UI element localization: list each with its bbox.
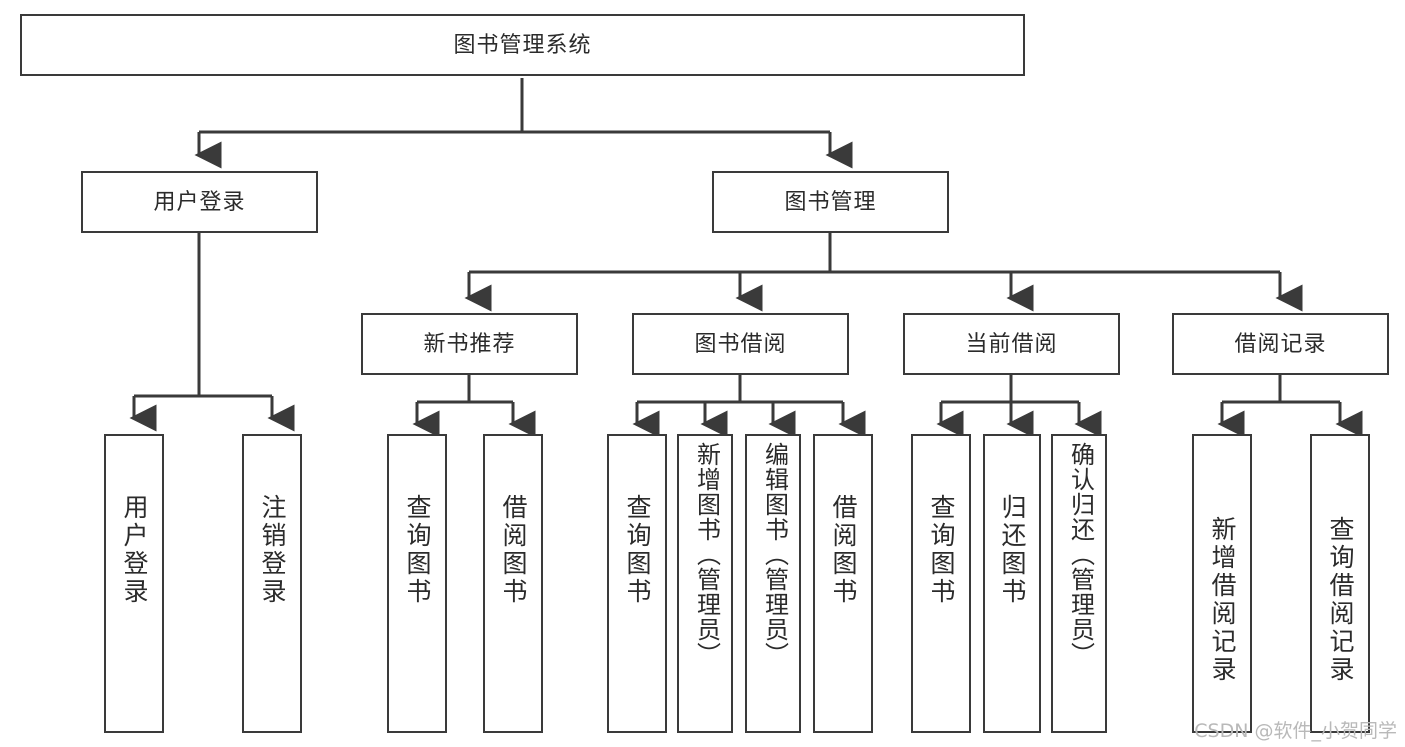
node-label: 确认归还（管理员） [1066, 442, 1094, 667]
leaf-borrow-record-query[interactable]: 查询借阅记录 [1310, 434, 1370, 733]
leaf-new-book-borrow[interactable]: 借阅图书 [483, 434, 543, 733]
node-label: 图书管理 [784, 189, 877, 215]
node-label: 借阅记录 [1234, 331, 1327, 357]
node-label: 查询借阅记录 [1326, 516, 1354, 684]
leaf-user-login-login[interactable]: 用户登录 [104, 434, 164, 733]
node-label: 编辑图书（管理员） [760, 442, 788, 667]
node-label: 当前借阅 [965, 331, 1058, 357]
leaf-book-borrow-borrow[interactable]: 借阅图书 [813, 434, 873, 733]
node-user-login[interactable]: 用户登录 [81, 171, 318, 233]
node-label: 新增图书（管理员） [692, 442, 720, 667]
node-label: 图书借阅 [694, 331, 787, 357]
leaf-book-borrow-query[interactable]: 查询图书 [607, 434, 667, 733]
node-new-book-recommend[interactable]: 新书推荐 [361, 313, 578, 375]
node-label: 查询图书 [927, 494, 955, 606]
node-label: 用户登录 [153, 189, 246, 215]
leaf-current-borrow-confirm-return[interactable]: 确认归还（管理员） [1051, 434, 1107, 733]
node-label: 借阅图书 [829, 494, 857, 606]
node-book-management[interactable]: 图书管理 [712, 171, 949, 233]
leaf-user-login-logout[interactable]: 注销登录 [242, 434, 302, 733]
node-label: 查询图书 [623, 494, 651, 606]
node-label: 归还图书 [998, 494, 1026, 606]
leaf-borrow-record-add[interactable]: 新增借阅记录 [1192, 434, 1252, 733]
node-root-system[interactable]: 图书管理系统 [20, 14, 1025, 76]
node-label: 借阅图书 [499, 494, 527, 606]
node-label: 新书推荐 [423, 331, 516, 357]
node-current-borrow[interactable]: 当前借阅 [903, 313, 1120, 375]
leaf-new-book-query[interactable]: 查询图书 [387, 434, 447, 733]
node-label: 查询图书 [403, 494, 431, 606]
node-label: 用户登录 [120, 494, 148, 606]
node-borrow-record[interactable]: 借阅记录 [1172, 313, 1389, 375]
leaf-book-borrow-add[interactable]: 新增图书（管理员） [677, 434, 733, 733]
node-label: 图书管理系统 [453, 32, 592, 58]
csdn-watermark: CSDN @软件_小贺同学 [1194, 720, 1397, 742]
leaf-book-borrow-edit[interactable]: 编辑图书（管理员） [745, 434, 801, 733]
leaf-current-borrow-return[interactable]: 归还图书 [983, 434, 1041, 733]
node-label: 注销登录 [258, 494, 286, 606]
node-book-borrow[interactable]: 图书借阅 [632, 313, 849, 375]
node-label: 新增借阅记录 [1208, 516, 1236, 684]
leaf-current-borrow-query[interactable]: 查询图书 [911, 434, 971, 733]
